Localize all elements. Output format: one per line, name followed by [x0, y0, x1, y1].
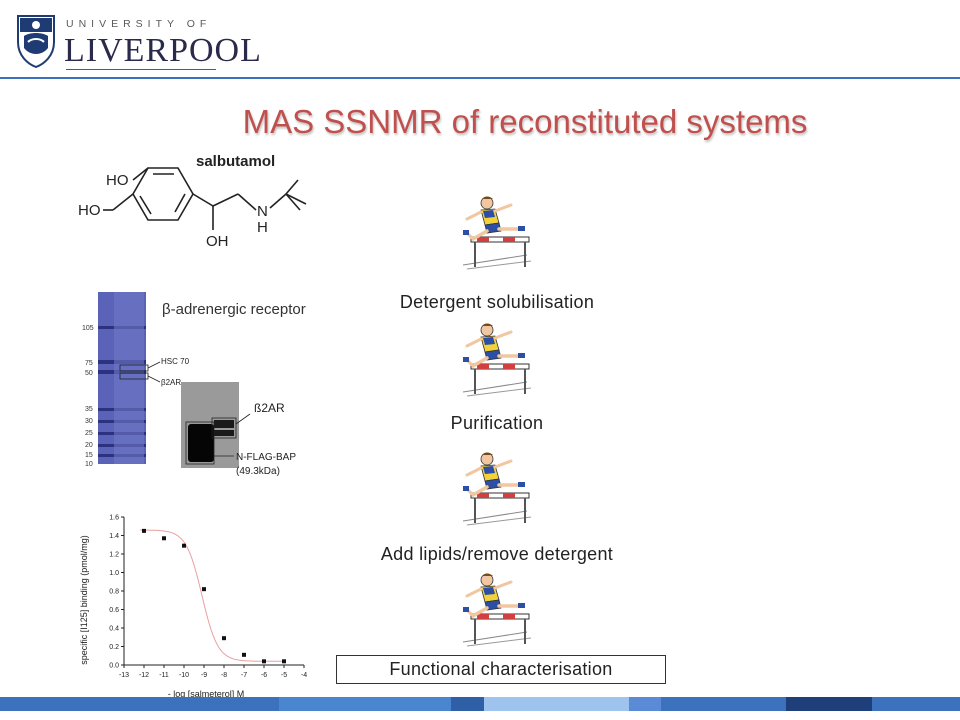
footer-segment	[451, 697, 484, 711]
y-tick-label: 1.2	[109, 552, 119, 559]
x-tick-label: -7	[241, 672, 247, 679]
step-label: Detergent solubilisation	[399, 292, 595, 312]
footer-segment	[483, 697, 629, 711]
ladder-label: 15	[85, 452, 93, 459]
data-point	[262, 659, 266, 664]
x-tick-label: -6	[261, 672, 267, 679]
footer-segment	[786, 697, 873, 711]
benzene-ring	[132, 167, 194, 221]
slide-title: MAS SSNMR of reconstituted systems	[242, 103, 808, 140]
structure-name: salbutamol	[196, 153, 275, 170]
blot-label-flag: N-FLAG-BAP	[236, 452, 296, 463]
structure-label-n: N	[257, 203, 268, 220]
ladder-label: 20	[85, 442, 93, 449]
ladder-label: 25	[85, 430, 93, 437]
crest-icon	[17, 15, 55, 68]
hurdler-icon	[461, 450, 533, 527]
step-label: Purification	[450, 413, 544, 433]
x-tick-label: -9	[201, 672, 207, 679]
x-tick-label: -8	[221, 672, 227, 679]
binding-chart: -13 -12 -11 -10 -9 -8 -7 -6 -5 -4 0.0 0.2 0.4 0.6 0.8 1…	[79, 515, 307, 700]
logo-main-text: LIVERPOOL	[64, 32, 262, 69]
footer-bar	[0, 697, 960, 711]
data-point	[282, 659, 286, 664]
x-tick-label: -4	[301, 672, 307, 679]
gel-caption: β-adrenergic receptor	[162, 301, 306, 318]
y-tick-label: 0.6	[109, 607, 119, 614]
y-tick-label: 0.2	[109, 644, 119, 651]
step-label: Add lipids/remove detergent	[380, 544, 614, 564]
header-divider	[0, 77, 960, 79]
y-tick-label: 0.8	[109, 589, 119, 596]
hurdler-icon	[461, 194, 533, 271]
y-tick-label: 1.6	[109, 515, 119, 522]
structure-label-ho-left: HO	[78, 202, 101, 219]
data-point	[182, 543, 186, 548]
blot-label-kda: (49.3kDa)	[236, 466, 280, 477]
ladder-label: 10	[85, 461, 93, 468]
blot-label-b2ar: ß2AR	[254, 401, 285, 415]
footer-segment	[660, 697, 787, 711]
y-tick-label: 1.0	[109, 570, 119, 577]
band-label-hsc70: HSC 70	[161, 357, 190, 366]
ladder-label: 30	[85, 418, 93, 425]
logo-rule	[66, 69, 216, 70]
data-point	[222, 636, 226, 641]
data-point	[242, 652, 246, 657]
gel-figure: 105 75 50 35 30 25 20 15 10 HSC 70 β2AR …	[82, 292, 296, 477]
x-tick-label: -10	[179, 672, 189, 679]
footer-segment	[628, 697, 661, 711]
y-tick-label: 0.0	[109, 663, 119, 670]
y-axis-label: specific [I125] binding (pmol/mg)	[79, 535, 89, 665]
footer-segment	[0, 697, 280, 711]
fit-curve	[140, 529, 285, 662]
step-label-boxed: Functional characterisation	[336, 655, 666, 684]
y-tick-label: 0.4	[109, 626, 119, 633]
ladder-label: 50	[85, 370, 93, 377]
x-tick-label: -5	[281, 672, 287, 679]
x-tick-label: -11	[159, 672, 169, 679]
data-point	[202, 587, 206, 592]
x-axis-label: - log [salmeterol] M	[168, 689, 245, 699]
x-tick-label: -13	[119, 672, 129, 679]
structure-label-ho-top: HO	[106, 172, 129, 189]
y-tick-label: 1.4	[109, 533, 119, 540]
ladder-labels: 105 75 50 35 30 25 20 15 10	[82, 325, 94, 468]
structure-label-oh: OH	[206, 233, 229, 250]
hurdler-icon	[461, 571, 533, 648]
x-tick-label: -12	[139, 672, 149, 679]
logo-top-text: UNIVERSITY OF	[66, 18, 212, 30]
footer-segment	[872, 697, 960, 711]
band-label-b2ar: β2AR	[161, 378, 181, 387]
salbutamol-structure: salbutamol HO HO OH N H	[78, 153, 307, 250]
hurdler-icon	[461, 321, 533, 398]
data-point	[162, 536, 166, 541]
footer-segment	[279, 697, 452, 711]
ladder-label: 105	[82, 325, 94, 332]
university-logo: UNIVERSITY OF LIVERPOOL	[14, 10, 261, 70]
ladder-label: 75	[85, 360, 93, 367]
data-point	[142, 528, 146, 533]
ladder-label: 35	[85, 406, 93, 413]
structure-label-h: H	[257, 219, 268, 236]
